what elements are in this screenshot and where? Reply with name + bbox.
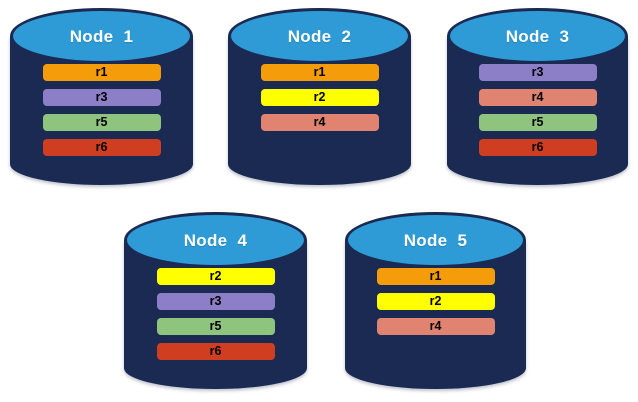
- node-2-cylinder-top: Node 2: [228, 8, 411, 64]
- replica-r5[interactable]: r5: [478, 114, 597, 131]
- node-3[interactable]: Node 3 r3 r4 r5 r6: [447, 8, 628, 185]
- replica-r3[interactable]: r3: [156, 293, 275, 310]
- node-1-cylinder-top: Node 1: [10, 8, 193, 64]
- replica-r4[interactable]: r4: [478, 89, 597, 106]
- replica-r6[interactable]: r6: [42, 139, 161, 156]
- node-3-label: Node 3: [505, 26, 570, 46]
- replica-r5[interactable]: r5: [42, 114, 161, 131]
- replica-r3[interactable]: r3: [42, 89, 161, 106]
- node-2-replica-list: r1 r2 r4: [228, 64, 411, 131]
- replica-r4[interactable]: r4: [376, 318, 495, 335]
- node-5-cylinder-top: Node 5: [345, 212, 526, 268]
- node-4-label: Node 4: [183, 230, 248, 250]
- replica-r1[interactable]: r1: [42, 64, 161, 81]
- node-5[interactable]: Node 5 r1 r2 r4: [345, 212, 526, 389]
- node-3-cylinder-top: Node 3: [447, 8, 628, 64]
- node-4[interactable]: Node 4 r2 r3 r5 r6: [124, 212, 307, 389]
- node-5-label: Node 5: [403, 230, 468, 250]
- node-1-label: Node 1: [69, 26, 134, 46]
- node-4-replica-list: r2 r3 r5 r6: [124, 268, 307, 360]
- replica-r1[interactable]: r1: [260, 64, 379, 81]
- node-3-replica-list: r3 r4 r5 r6: [447, 64, 628, 156]
- replica-r6[interactable]: r6: [156, 343, 275, 360]
- node-4-cylinder-top: Node 4: [124, 212, 307, 268]
- node-2-label: Node 2: [287, 26, 352, 46]
- replica-r4[interactable]: r4: [260, 114, 379, 131]
- replica-r5[interactable]: r5: [156, 318, 275, 335]
- replica-r3[interactable]: r3: [478, 64, 597, 81]
- replica-r6[interactable]: r6: [478, 139, 597, 156]
- replica-r2[interactable]: r2: [376, 293, 495, 310]
- node-1-replica-list: r1 r3 r5 r6: [10, 64, 193, 156]
- replica-r2[interactable]: r2: [260, 89, 379, 106]
- replica-r1[interactable]: r1: [376, 268, 495, 285]
- node-1[interactable]: Node 1 r1 r3 r5 r6: [10, 8, 193, 185]
- node-2[interactable]: Node 2 r1 r2 r4: [228, 8, 411, 185]
- replica-r2[interactable]: r2: [156, 268, 275, 285]
- node-5-replica-list: r1 r2 r4: [345, 268, 526, 335]
